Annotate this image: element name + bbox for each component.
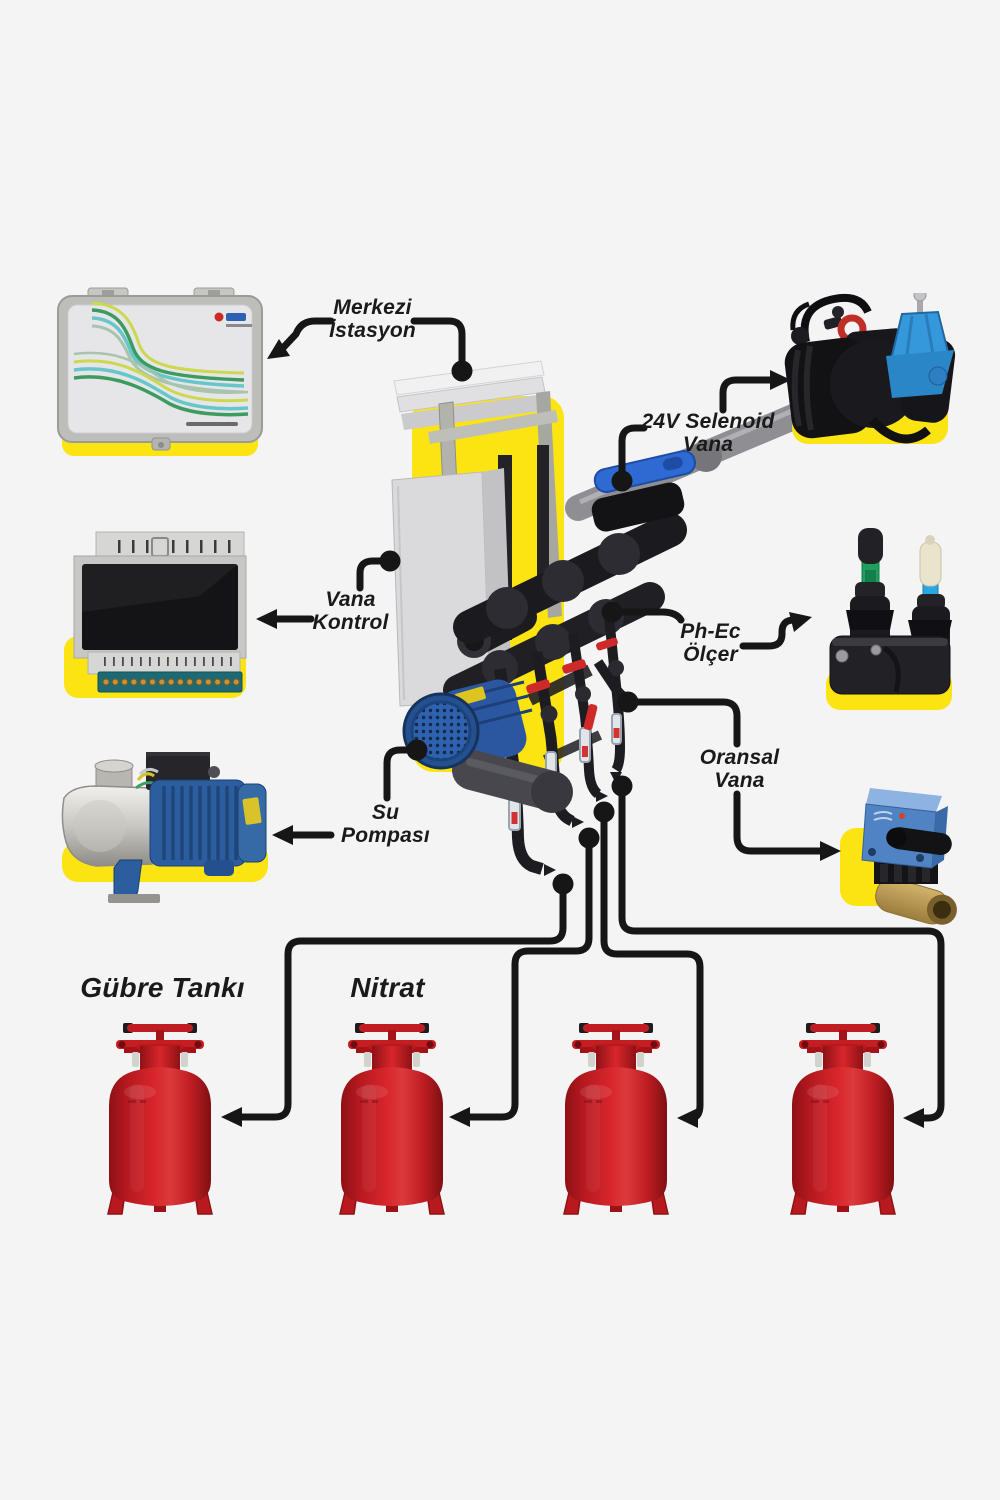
pilot-valve <box>886 293 954 398</box>
label-vana-kontrol: Vana Kontrol <box>278 588 423 634</box>
dosing-motor <box>402 679 573 813</box>
label-line: Kontrol <box>312 611 389 634</box>
probe-holder-base <box>829 635 951 695</box>
dosing-line <box>596 616 626 784</box>
valve-control-image <box>64 531 247 698</box>
proportional-valve-image <box>840 788 957 925</box>
ph-ec-probes-image <box>826 528 952 710</box>
label-line: Vana <box>714 769 765 792</box>
label-line: Ölçer <box>683 643 738 666</box>
label-ph-ec-olcer: Ph-Ec Ölçer <box>648 620 773 666</box>
dosing-line <box>562 633 608 802</box>
solenoid-valve-image <box>784 293 956 444</box>
fertilizer-tank-1 <box>100 1022 220 1218</box>
label-oransal-vana: Oransal Vana <box>668 746 811 792</box>
decorative-waves <box>73 301 249 417</box>
label-line: Oransal <box>699 746 780 769</box>
label-line: Vana <box>682 433 734 456</box>
label-su-pompasi: Su Pompası <box>313 801 458 847</box>
label-line: İstasyon <box>329 319 416 342</box>
fertilizer-tank-4 <box>783 1022 903 1218</box>
label-line: Su <box>371 801 400 824</box>
label-gubre-tanki: Gübre Tankı <box>70 972 255 1004</box>
screen <box>82 564 238 650</box>
fertilizer-tank-2 <box>332 1022 452 1218</box>
port-labels <box>118 540 231 553</box>
label-line: Pompası <box>341 824 430 847</box>
central-station-image <box>57 287 263 456</box>
water-pump-image <box>61 752 268 903</box>
fertilizer-tank-3 <box>556 1022 676 1218</box>
terminal-numbers <box>104 657 232 666</box>
label-line: Ph-Ec <box>680 620 741 643</box>
label-line: Nitrat <box>350 972 425 1003</box>
label-selenoid-vana: 24V Selenoid Vana <box>628 410 788 456</box>
label-line: Gübre Tankı <box>80 972 245 1003</box>
label-line: Merkezi <box>333 296 412 319</box>
label-line: 24V Selenoid <box>641 410 775 433</box>
brand-logo <box>214 312 224 322</box>
label-nitrat: Nitrat <box>325 972 450 1004</box>
label-merkezi-istasyon: Merkezi İstasyon <box>280 296 465 342</box>
label-line: Vana <box>325 588 376 611</box>
